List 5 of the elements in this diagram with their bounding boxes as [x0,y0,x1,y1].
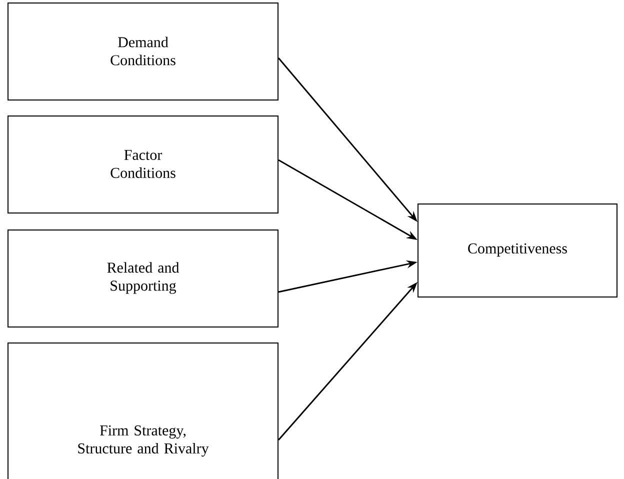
text-box: Demand Conditions [8,2,278,100]
text-box: Competitiveness [418,204,618,298]
text-box: Firm Strategy, Structure and Rivalry [8,342,278,479]
text-box: Related and Supporting [8,230,278,328]
text-box: Factor Conditions [8,116,278,214]
